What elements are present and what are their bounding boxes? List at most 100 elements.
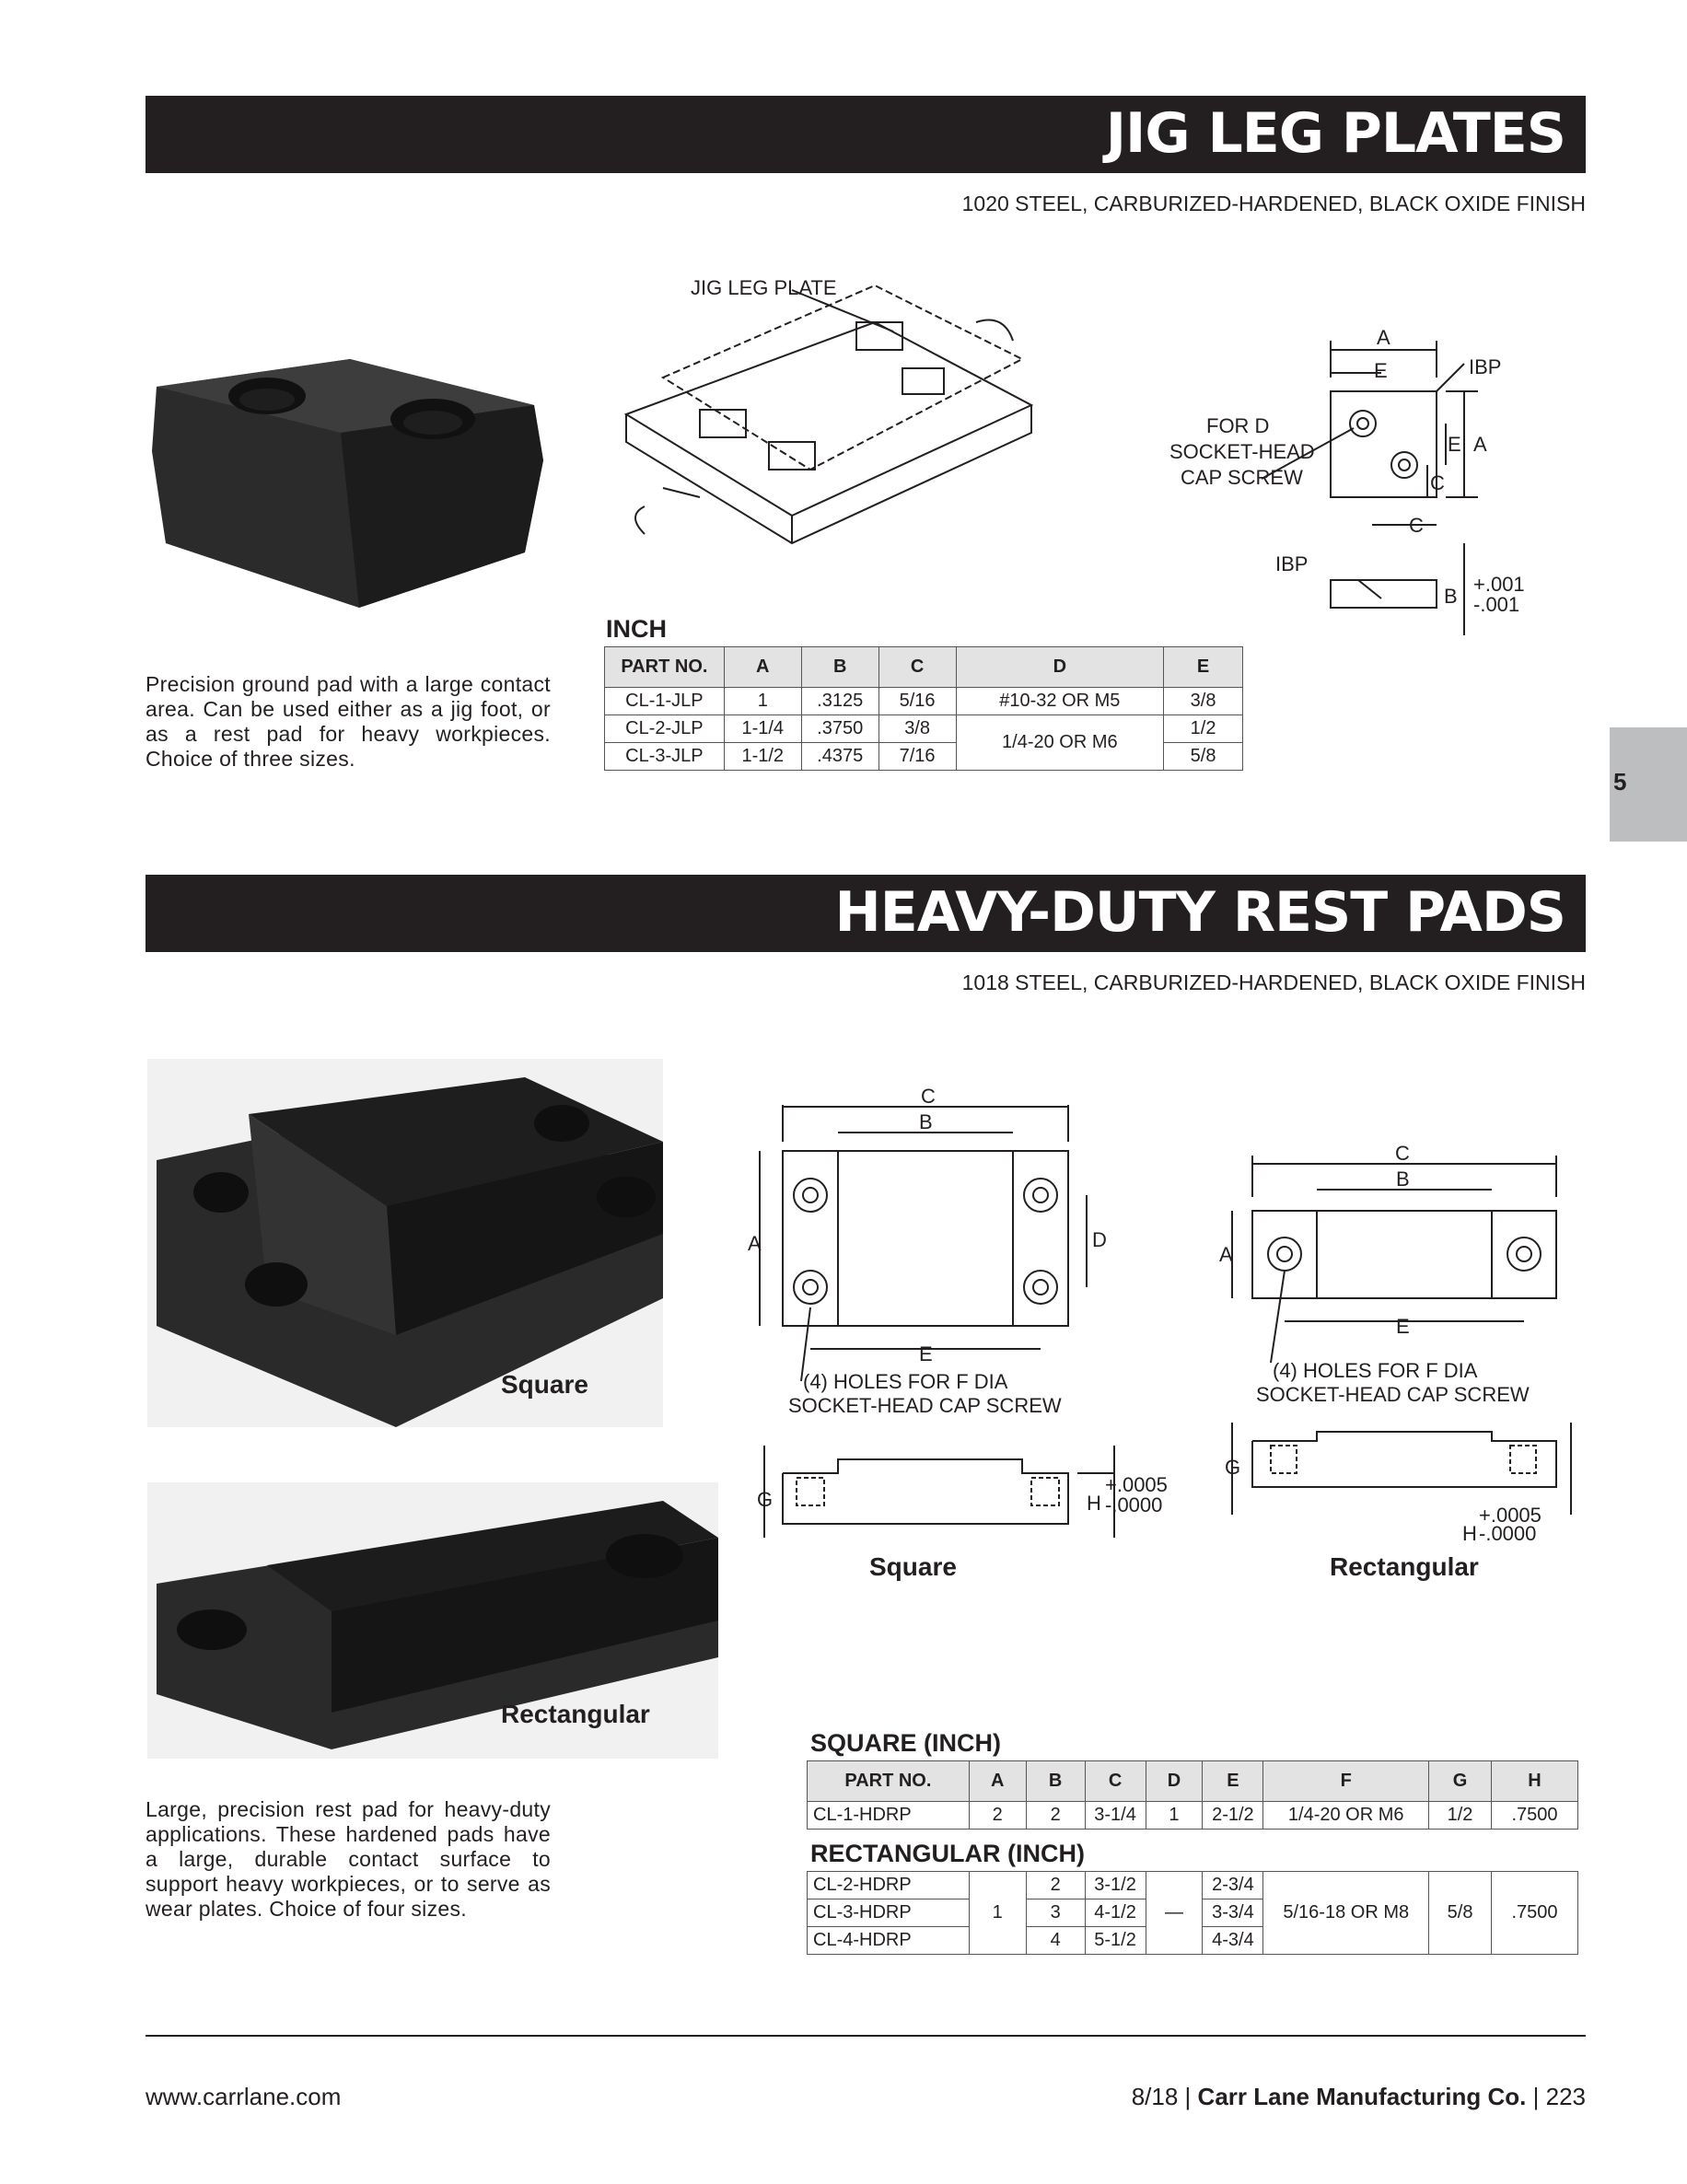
col-d: D: [955, 646, 1165, 688]
cell-part: CL-1-HDRP: [807, 1801, 970, 1830]
rectangular-photo-caption: Rectangular: [501, 1700, 650, 1728]
footer-company: Carr Lane Manufacturing Co.: [1197, 2083, 1527, 2110]
footer-separator: |: [1184, 2083, 1192, 2110]
sq-tol-plus: +.0005: [1105, 1473, 1168, 1496]
cell-e: 2-1/2: [1202, 1801, 1264, 1830]
rect-spec-table: CL-2-HDRP 1 2 3-1/2 — 2-3/4 5/16-18 OR M…: [807, 1871, 1578, 1955]
square-spec-table: PART NO. A B C D E F G H CL-1-HDRP 2 2 3…: [807, 1760, 1578, 1830]
col-c: C: [1084, 1760, 1146, 1802]
cell-e: 2-3/4: [1202, 1871, 1264, 1899]
jig-dimension-drawing: A E IBP A E C C FOR D SOCKET-HEAD CAP SC…: [1160, 322, 1547, 654]
cell-part: CL-3-JLP: [604, 742, 725, 771]
table-row: CL-4-HDRP 4 5-1/2 4-3/4: [807, 1926, 1578, 1955]
jig-dim-b: B: [1444, 585, 1458, 608]
rect-tol-minus: -.0000: [1479, 1522, 1536, 1542]
rest-description: Large, precision rest pad for heavy-duty…: [145, 1797, 551, 1921]
jig-dim-a-top: A: [1377, 326, 1390, 349]
jig-leg-plate-callout: JIG LEG PLATE: [691, 276, 837, 299]
col-d: D: [1145, 1760, 1204, 1802]
cell-d: #10-32 OR M5: [955, 687, 1165, 715]
rect-dim-h: H: [1462, 1522, 1477, 1542]
sq-dim-c: C: [921, 1086, 936, 1108]
cell-d: 1: [1145, 1801, 1204, 1830]
col-e: E: [1202, 1760, 1264, 1802]
jig-for-d-line2: SOCKET-HEAD: [1169, 440, 1315, 463]
jig-leg-plates-title: JIG LEG PLATES: [1105, 101, 1566, 166]
rectangular-pad-side-drawing: G H +.0005 -.0000: [1216, 1423, 1584, 1542]
square-drawing-caption: Square: [869, 1552, 957, 1581]
jig-leg-plates-banner: JIG LEG PLATES: [145, 96, 1586, 173]
jig-description: Precision ground pad with a large contac…: [145, 672, 551, 771]
rect-table-title: RECTANGULAR (INCH): [810, 1840, 1085, 1867]
cell-c: 3/8: [878, 714, 957, 743]
cell-part: CL-2-HDRP: [807, 1871, 970, 1899]
col-b: B: [1025, 1760, 1086, 1802]
cell-b: 2: [1025, 1871, 1086, 1899]
col-part-no: PART NO.: [604, 646, 725, 688]
sq-dim-a: A: [748, 1232, 762, 1255]
cell-c: 7/16: [878, 742, 957, 771]
table-row: CL-1-JLP 1 .3125 5/16 #10-32 OR M5 3/8: [604, 687, 1243, 715]
col-g: G: [1428, 1760, 1492, 1802]
cell-part: CL-1-JLP: [604, 687, 725, 715]
cell-c: 5-1/2: [1084, 1926, 1146, 1955]
rect-tol-plus: +.0005: [1479, 1504, 1542, 1527]
rect-dim-b: B: [1396, 1168, 1410, 1191]
jig-dim-c-bottom: C: [1409, 514, 1424, 537]
rect-dim-e: E: [1396, 1315, 1410, 1338]
rest-pads-banner: HEAVY-DUTY REST PADS: [145, 875, 1586, 952]
cell-e: 3/8: [1163, 687, 1243, 715]
jig-dim-a-side: A: [1473, 433, 1487, 456]
rectangular-pad-photo: [147, 1482, 718, 1759]
sq-holes-line2: SOCKET-HEAD CAP SCREW: [788, 1394, 1062, 1417]
jig-isometric-drawing: JIG LEG PLATE: [608, 267, 1041, 571]
jig-table-title: INCH: [606, 615, 667, 643]
cell-b: 4: [1025, 1926, 1086, 1955]
rect-holes-line1: (4) HOLES FOR F DIA: [1273, 1359, 1478, 1382]
jig-dim-ibp-bottom: IBP: [1275, 552, 1308, 575]
cell-b: .4375: [800, 742, 879, 771]
square-pad-drawing: C B A D E (4) HOLES FOR F DIA SOCKET-HEA…: [737, 1086, 1197, 1418]
col-h: H: [1491, 1760, 1578, 1802]
jig-leg-plate-photo: [147, 331, 553, 626]
table-row: CL-3-HDRP 3 4-1/2 3-3/4: [807, 1899, 1578, 1927]
rect-dim-g: G: [1225, 1456, 1240, 1479]
table-row: CL-2-JLP 1-1/4 .3750 3/8 1/4-20 OR M6 1/…: [604, 714, 1243, 771]
square-table-title: SQUARE (INCH): [810, 1729, 1001, 1757]
col-a: A: [723, 646, 802, 688]
table-header-row: PART NO. A B C D E: [604, 646, 1243, 688]
sq-dim-h: H: [1087, 1492, 1101, 1515]
jig-spec-table: PART NO. A B C D E CL-1-JLP 1 .3125 5/16…: [604, 646, 1243, 771]
jig-for-d-line1: FOR D: [1206, 414, 1269, 437]
cell-h: .7500: [1491, 1801, 1578, 1830]
table-row: CL-3-JLP 1-1/2 .4375 7/16 5/8: [604, 742, 1243, 771]
cell-d: 1/4-20 OR M6: [955, 714, 1165, 771]
footer-page-number: 223: [1545, 2083, 1586, 2110]
cell-a: 1-1/2: [723, 742, 802, 771]
cell-h: .7500: [1491, 1871, 1578, 1955]
col-f: F: [1262, 1760, 1430, 1802]
footer-url[interactable]: www.carrlane.com: [145, 2083, 342, 2110]
cell-part: CL-2-JLP: [604, 714, 725, 743]
col-part-no: PART NO.: [807, 1760, 970, 1802]
cell-b: 3: [1025, 1899, 1086, 1927]
cell-d: —: [1145, 1871, 1204, 1955]
cell-g: 5/8: [1428, 1871, 1493, 1955]
cell-c: 3-1/2: [1084, 1871, 1146, 1899]
footer-date: 8/18: [1131, 2083, 1179, 2110]
jig-dim-e-top: E: [1374, 359, 1388, 382]
cell-e: 4-3/4: [1202, 1926, 1264, 1955]
sq-dim-d: D: [1092, 1228, 1107, 1251]
cell-e: 5/8: [1163, 742, 1243, 771]
cell-f: 5/16-18 OR M8: [1262, 1871, 1430, 1955]
rect-dim-a: A: [1219, 1243, 1233, 1266]
square-pad-side-drawing: G H +.0005 -.0000: [746, 1436, 1188, 1556]
footer-rule: [145, 2035, 1586, 2037]
cell-a: 1-1/4: [723, 714, 802, 743]
col-a: A: [968, 1760, 1027, 1802]
cell-e: 1/2: [1163, 714, 1243, 743]
cell-c: 4-1/2: [1084, 1899, 1146, 1927]
rest-material-note: 1018 STEEL, CARBURIZED-HARDENED, BLACK O…: [961, 970, 1586, 994]
cell-c: 3-1/4: [1084, 1801, 1146, 1830]
cell-a: 1: [723, 687, 802, 715]
